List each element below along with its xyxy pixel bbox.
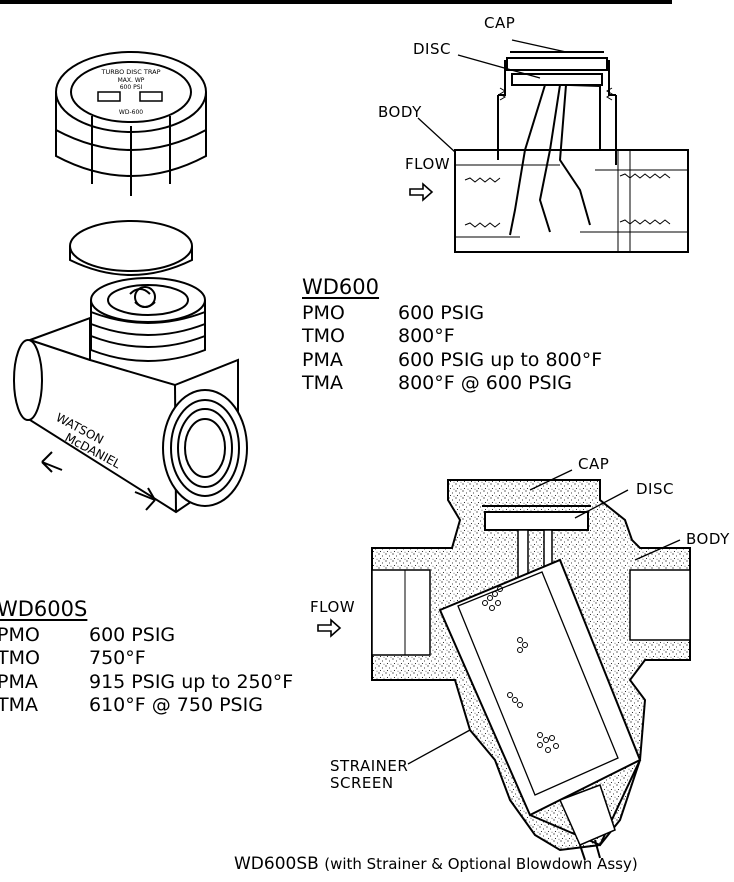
wd600-spec-block: WD600 PMO 600 PSIG TMO 800°F PMA 600 PSIG u… [302, 275, 602, 396]
exploded-disc [69, 220, 193, 276]
label-body-bottom: BODY [686, 530, 730, 548]
flow-arrow-top [409, 182, 434, 202]
wd600s-row: TMA 610°F @ 750 PSIG [0, 694, 293, 718]
wd600s-row-key: TMA [0, 694, 38, 716]
wd600s-row-key: PMA [0, 670, 38, 693]
wd600s-row: PMA 915 PSIG up to 250°F [0, 671, 293, 695]
wd600sb-leader-lines [407, 469, 681, 765]
wd600-row-value: 600 PSIG up to 800°F [398, 348, 603, 371]
label-cap-top: CAP [484, 14, 516, 32]
wd600s-spec-block: WD600S PMO 600 PSIG TMO 750°F PMA 915 PSIG … [0, 597, 293, 718]
wd600-row-value: 600 PSIG [398, 301, 485, 324]
caption-detail: (with Strainer & Optional Blowdown Assy) [324, 855, 638, 873]
wd600s-row-value: 600 PSIG [89, 623, 176, 646]
strainer-balls [482, 586, 559, 753]
cap-text-line2: MAX. WP [118, 77, 145, 84]
wd600-leader-lines [417, 39, 567, 153]
wd600-title: WD600 [302, 275, 380, 299]
caption-model: WD600SB [234, 854, 319, 874]
wd600-row-value: 800°F [398, 325, 455, 347]
figure-caption: WD600SB (with Strainer & Optional Blowdo… [234, 854, 638, 874]
wd600s-row-value: 610°F @ 750 PSIG [89, 694, 263, 716]
wd600-row: PMO 600 PSIG [302, 302, 602, 326]
label-flow-bottom: FLOW [310, 598, 356, 616]
wd600-row-value: 800°F @ 600 PSIG [398, 372, 572, 394]
wd600-row: TMA 800°F @ 600 PSIG [302, 372, 602, 396]
label-disc-bottom: DISC [636, 480, 674, 498]
wd600-cross-section [454, 51, 689, 253]
wd600-row-key: PMO [302, 301, 345, 324]
label-screen: SCREEN [330, 774, 394, 792]
cap-text-line3: 600 PSI [120, 84, 143, 91]
wd600s-row: TMO 750°F [0, 647, 293, 671]
wd600s-title: WD600S [0, 597, 88, 621]
cap-text-line4: WD-600 [119, 109, 143, 116]
label-disc-top: DISC [413, 40, 451, 58]
wd600-row-key: PMA [302, 348, 343, 371]
wd600sb-cross-section [371, 479, 691, 861]
wd600s-row-key: TMO [0, 647, 40, 669]
exploded-body [13, 277, 248, 514]
flow-arrow-bottom [317, 618, 342, 638]
wd600s-row-value: 750°F [89, 647, 146, 669]
wd600-row-key: TMA [302, 372, 343, 394]
wd600-row: PMA 600 PSIG up to 800°F [302, 349, 602, 373]
wd600-row-key: TMO [302, 325, 345, 347]
wd600s-row: PMO 600 PSIG [0, 624, 293, 648]
wd600s-row-key: PMO [0, 623, 40, 646]
wd600s-row-value: 915 PSIG up to 250°F [89, 670, 294, 693]
label-strainer: STRAINER [330, 757, 409, 775]
label-body-top: BODY [378, 103, 422, 121]
label-flow-top: FLOW [405, 155, 451, 173]
wd600-row: TMO 800°F [302, 325, 602, 349]
label-cap-bottom: CAP [578, 455, 610, 473]
cap-text-line1: TURBO DISC TRAP [100, 68, 160, 76]
exploded-cap [55, 51, 207, 196]
